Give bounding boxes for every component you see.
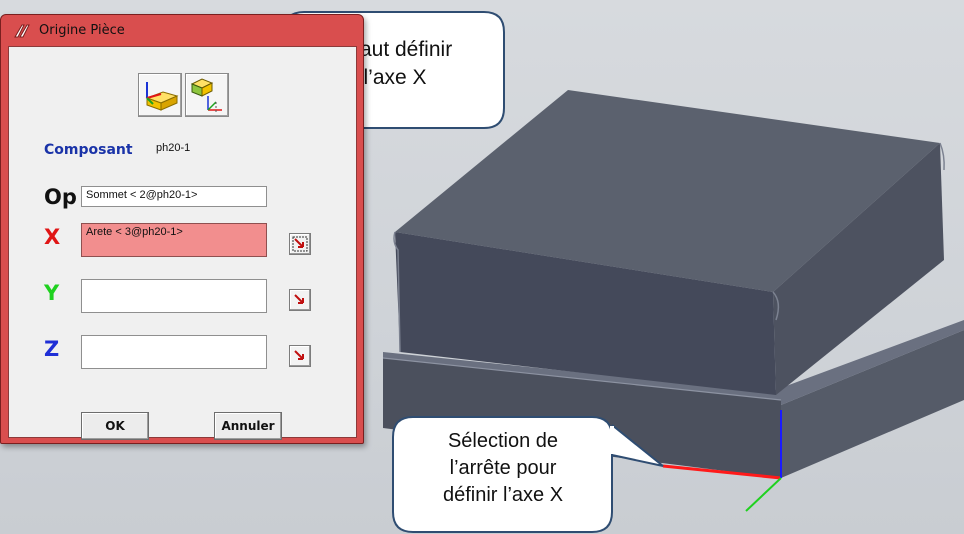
box-origin-icon: [145, 82, 179, 111]
dialog-title: Origine Pièce: [39, 23, 125, 38]
block-right-face: [773, 143, 944, 395]
y-label: Y: [44, 281, 60, 305]
base-plate-right-face: [781, 330, 964, 478]
origine-piece-dialog: Origine Pièce Comp: [0, 14, 364, 444]
x-axis-field[interactable]: Arete < 3@ph20-1>: [81, 223, 267, 257]
cancel-button[interactable]: Annuler: [214, 412, 282, 440]
dialog-client-area: Composant ph20-1 Op Sommet < 2@ph20-1> X…: [8, 46, 357, 440]
fillet-edge: [393, 231, 401, 353]
block-top-face: [395, 90, 940, 292]
base-edge-line: [382, 357, 782, 401]
z-pick-button[interactable]: [289, 345, 311, 367]
app-logo-icon: [14, 24, 30, 38]
y-axis-line: [745, 477, 782, 512]
ok-button[interactable]: OK: [81, 412, 149, 440]
dialog-titlebar[interactable]: Origine Pièce: [1, 15, 363, 45]
block-front-face: [395, 232, 776, 395]
op-label: Op: [44, 185, 77, 209]
composant-value: ph20-1: [156, 142, 191, 154]
op-field[interactable]: Sommet < 2@ph20-1>: [81, 186, 267, 207]
fillet-edge-2: [772, 291, 780, 321]
pick-arrow-icon: [294, 350, 304, 360]
origin-box-button[interactable]: [138, 73, 182, 117]
selected-edge-x: [662, 464, 782, 480]
x-pick-button[interactable]: [289, 233, 311, 255]
fillet-edge-3: [939, 142, 945, 171]
pick-arrow-icon: [294, 294, 304, 304]
axis-select-icon: [190, 78, 222, 112]
z-label: Z: [44, 337, 60, 361]
axis-select-button[interactable]: [185, 73, 229, 117]
z-axis-field[interactable]: [81, 335, 267, 369]
callout-bottom-text: Sélection de l’arrête pour définir l’axe…: [442, 430, 564, 506]
pick-arrow-icon: [292, 236, 308, 252]
x-label: X: [44, 225, 61, 249]
callout-bottom-bubble: [392, 416, 664, 533]
composant-label: Composant: [44, 142, 133, 158]
y-pick-button[interactable]: [289, 289, 311, 311]
y-axis-field[interactable]: [81, 279, 267, 313]
base-plate-top-face: [383, 320, 964, 405]
